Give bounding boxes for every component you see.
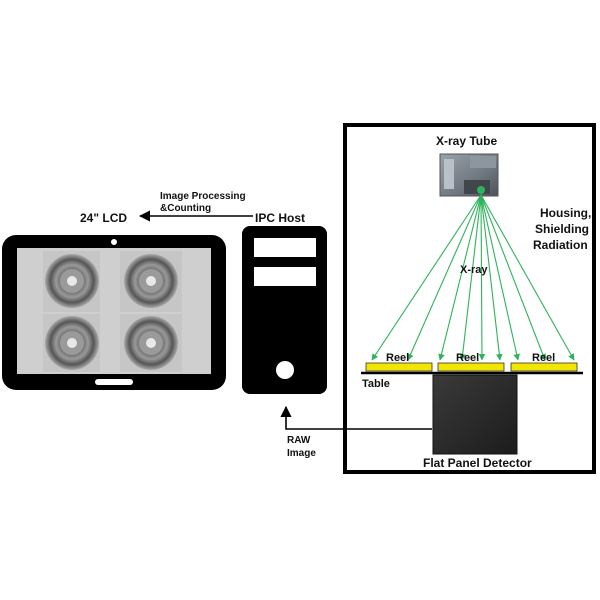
xray-beam: [480, 194, 575, 361]
xray-tube-label: X-ray Tube: [436, 134, 497, 148]
xray-reel-image-3: [43, 314, 100, 372]
xray-reel-image-4: [120, 314, 182, 372]
xray-beam: [459, 194, 482, 361]
xray-reel-image-2: [120, 251, 182, 312]
xray-tube: [439, 153, 499, 197]
monitor-home-button: [95, 379, 133, 385]
housing-label-line2: Shielding: [535, 222, 589, 236]
housing-label-line3: Radiation: [533, 238, 588, 252]
xray-reel-image-1: [43, 251, 100, 312]
xray-beam: [407, 194, 482, 361]
raw-label-line1: RAW: [287, 435, 311, 446]
lcd-label: 24" LCD: [80, 211, 127, 225]
xray-label: X-ray: [460, 264, 488, 276]
reel-middle: [437, 362, 505, 372]
reel-left-label: Reel: [386, 352, 409, 364]
detector-label: Flat Panel Detector: [423, 456, 532, 470]
processing-label-line1: Image Processing: [160, 191, 246, 202]
reel-right-label: Reel: [532, 352, 555, 364]
reel-right: [510, 362, 578, 372]
xray-beam: [478, 194, 486, 361]
pc-drive-bay-2: [254, 267, 316, 286]
reel-middle-label: Reel: [456, 352, 479, 364]
monitor: [2, 235, 226, 390]
ipc-host-label: IPC Host: [255, 211, 305, 225]
xray-beam: [371, 194, 482, 361]
raw-label-line2: Image: [287, 448, 316, 459]
pc-power-button: [276, 361, 294, 379]
monitor-camera: [111, 239, 117, 245]
table-label: Table: [362, 378, 390, 390]
raw-image-arrow: [280, 405, 432, 430]
processing-label-line2: &Counting: [160, 203, 211, 214]
reel-left: [365, 362, 433, 372]
pc-tower: [242, 226, 327, 394]
xray-beams: [371, 194, 575, 361]
xray-beam: [480, 194, 520, 361]
radiation-shielding-housing: [343, 123, 596, 474]
xray-beam: [480, 194, 503, 361]
xray-beam: [438, 194, 482, 361]
pc-drive-bay-1: [254, 238, 316, 257]
housing-label-line1: Housing,: [540, 206, 591, 220]
xray-beam: [480, 194, 546, 361]
flat-panel-detector: [432, 374, 518, 455]
